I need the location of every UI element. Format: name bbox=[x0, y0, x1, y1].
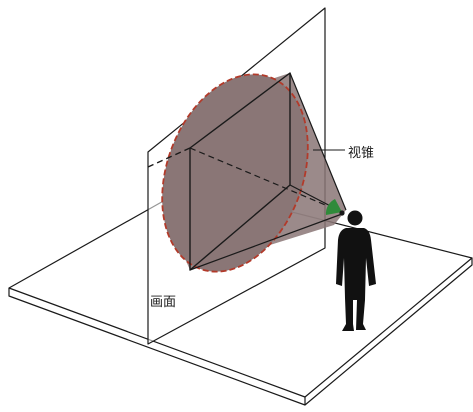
cone-of-vision bbox=[147, 72, 347, 273]
horizon-dashed bbox=[147, 147, 191, 168]
cone-base-ellipse bbox=[162, 74, 308, 272]
eye-point bbox=[339, 210, 345, 216]
cone-edge-lower bbox=[189, 213, 343, 271]
view-angle-mark bbox=[325, 199, 342, 215]
cone-edge-upper bbox=[289, 72, 347, 211]
picture-plane-label: 画面 bbox=[150, 295, 177, 310]
person-figure bbox=[336, 210, 376, 331]
cone-base-dashed-edge bbox=[161, 73, 309, 273]
cone-of-vision-label: 视锥 bbox=[348, 146, 375, 161]
sight-line bbox=[189, 147, 343, 213]
